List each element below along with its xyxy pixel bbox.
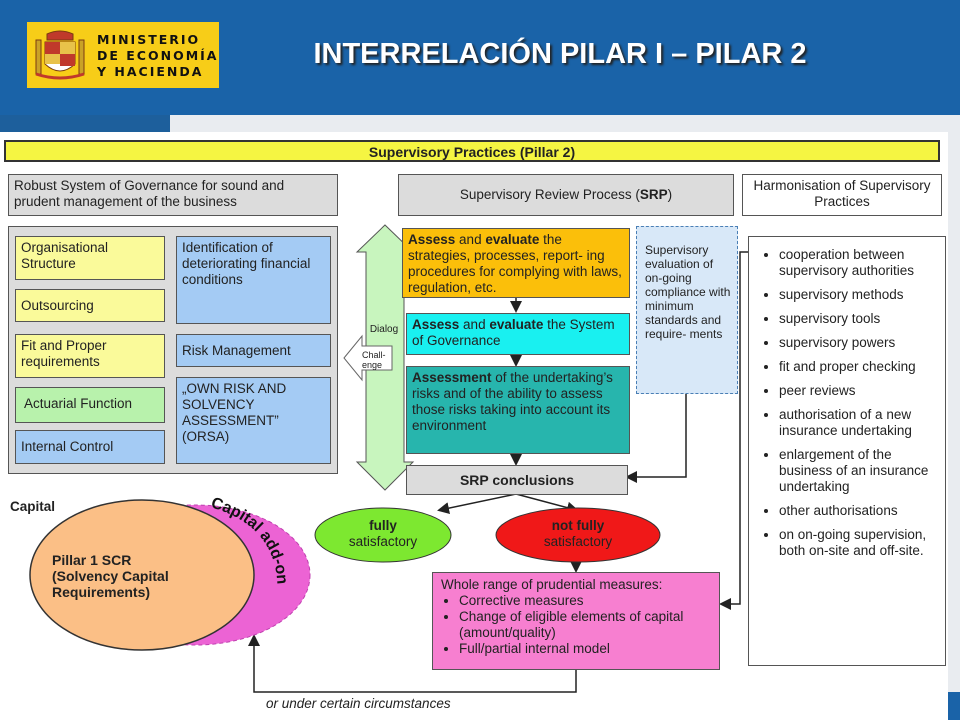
assess3-rest: of the undertaking’s risks and of the ab…: [412, 370, 613, 433]
not-fully-satisfactory-label: not fully satisfactory: [496, 518, 660, 550]
pillar1-scr-label: Pillar 1 SCR (Solvency Capital Requireme…: [52, 552, 169, 600]
harmonisation-item: cooperation between supervisory authorit…: [779, 247, 941, 279]
pillar2-banner: Supervisory Practices (Pillar 2): [4, 140, 940, 162]
assessment-risks: Assessment of the undertaking’s risks an…: [406, 366, 630, 454]
challenge-label: Chall- enge: [362, 350, 386, 370]
internal-control: Internal Control: [15, 430, 165, 464]
footer-note: or under certain circumstances: [266, 696, 451, 711]
assess-strategies: Assess and evaluate the strategies, proc…: [402, 228, 630, 298]
prudential-measures: Whole range of prudential measures: Corr…: [432, 572, 720, 670]
measure-item: Change of eligible elements of capital (…: [459, 609, 711, 641]
challenge-arrow: [343, 334, 393, 382]
harmonisation-item: enlargement of the business of an insura…: [779, 447, 941, 495]
logo-line-1: MINISTERIO: [97, 32, 201, 47]
logo-line-2: DE ECONOMÍA: [97, 48, 219, 63]
harmonisation-item: supervisory tools: [779, 311, 941, 327]
measures-title: Whole range of prudential measures:: [441, 577, 663, 592]
notfully-bold: not fully: [551, 518, 605, 533]
organisational-structure: Organisational Structure: [15, 236, 165, 280]
harmonisation-item: other authorisations: [779, 503, 941, 519]
harmonisation-item: peer reviews: [779, 383, 941, 399]
orsa: „OWN RISK AND SOLVENCY ASSESSMENT” (ORSA…: [176, 377, 331, 464]
assess2-bold2: evaluate: [489, 317, 544, 332]
assess3-bold: Assessment: [412, 370, 492, 385]
outsourcing: Outsourcing: [15, 289, 165, 322]
harmonisation-item: supervisory powers: [779, 335, 941, 351]
srp-header-bold: SRP: [639, 187, 668, 202]
harmonisation-item: on on-going supervision, both on-site an…: [779, 527, 941, 559]
assess1-mid: and: [455, 232, 486, 247]
srp-header-prefix: Supervisory Review Process (: [459, 187, 640, 202]
assess1-rest: the strategies, processes, report- ing p…: [408, 232, 622, 295]
harmonisation-item: supervisory methods: [779, 287, 941, 303]
harmonisation-list: cooperation between supervisory authorit…: [748, 236, 946, 666]
fit-and-proper: Fit and Proper requirements: [15, 334, 165, 378]
risk-management: Risk Management: [176, 334, 331, 367]
harmonisation-item: fit and proper checking: [779, 359, 941, 375]
not-fully-satisfactory-shape: [495, 507, 661, 563]
dialog-label: Dialog: [369, 324, 399, 335]
diagram-connectors: Capital add-on: [29, 224, 752, 693]
srp-header: Supervisory Review Process (SRP): [398, 174, 734, 216]
assess-governance: Assess and evaluate the System of Govern…: [406, 313, 630, 355]
coat-of-arms-icon: [33, 28, 87, 82]
measure-item: Corrective measures: [459, 593, 711, 609]
harmonisation-item: authorisation of a new insurance underta…: [779, 407, 941, 439]
srp-header-suffix: ): [667, 187, 673, 202]
assess2-mid: and: [459, 317, 490, 332]
capital-label: Capital: [10, 499, 56, 514]
ministry-logo: MINISTERIO DE ECONOMÍA Y HACIENDA: [27, 22, 219, 88]
assess2-bold1: Assess: [412, 317, 460, 332]
logo-line-3: Y HACIENDA: [97, 64, 204, 79]
measures-list: Corrective measures Change of eligible e…: [441, 593, 711, 657]
actuarial-function: Actuarial Function: [15, 387, 165, 423]
diagram-frame: Capital add-on Supervisory Practices (Pi…: [0, 132, 948, 720]
assess1-bold2: evaluate: [485, 232, 540, 247]
pillar1-scr-shape: [29, 499, 255, 651]
fully-rest: satisfactory: [348, 534, 418, 549]
pillar1-line-2: (Solvency Capital: [52, 568, 169, 584]
harmonisation-header: Harmonisation of Supervisory Practices: [742, 174, 942, 216]
header-bar: MINISTERIO DE ECONOMÍA Y HACIENDA INTERR…: [0, 0, 960, 115]
srp-conclusions: SRP conclusions: [406, 465, 628, 495]
fully-satisfactory-shape: [314, 507, 452, 563]
logo-text: MINISTERIO DE ECONOMÍA Y HACIENDA: [97, 32, 218, 80]
assess1-bold1: Assess: [408, 232, 456, 247]
pillar1-line-1: Pillar 1 SCR: [52, 552, 132, 568]
page-title: INTERRELACIÓN PILAR I – PILAR 2: [313, 38, 807, 70]
notfully-rest: satisfactory: [543, 534, 613, 549]
fully-bold: fully: [369, 518, 397, 533]
measure-item: Full/partial internal model: [459, 641, 711, 657]
governance-header: Robust System of Governance for sound an…: [8, 174, 338, 216]
compliance-evaluation: Supervisory evaluation of on-going compl…: [636, 226, 738, 394]
harmonisation-items: cooperation between supervisory authorit…: [755, 247, 941, 559]
assess2-rest: the System of Governance: [412, 317, 615, 348]
pillar1-line-3: Requirements): [52, 584, 151, 600]
identification-deteriorating: Identification of deteriorating financia…: [176, 236, 331, 324]
fully-satisfactory-label: fully satisfactory: [315, 518, 451, 550]
